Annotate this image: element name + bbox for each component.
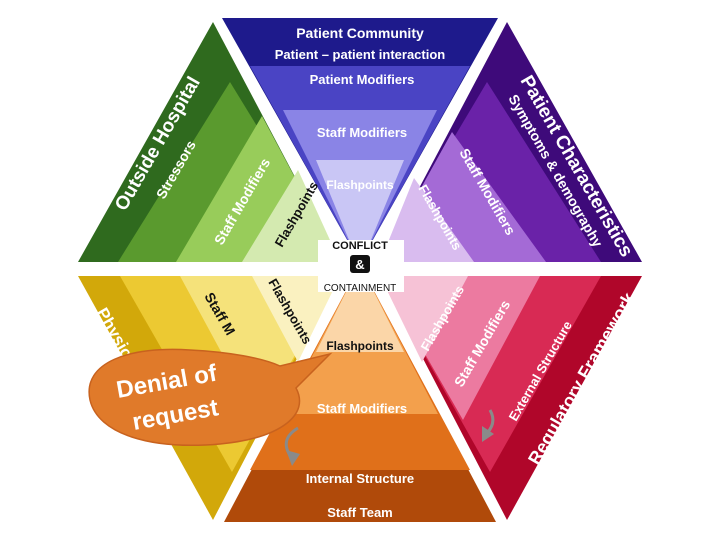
center-containment: CONTAINMENT — [324, 283, 397, 294]
top-subtitle: Patient – patient interaction — [275, 47, 446, 62]
circular-arrow-right-head-icon — [482, 426, 494, 442]
bottom-staff-team: Staff Team — [327, 505, 393, 520]
top-band-inner — [316, 160, 404, 252]
circular-arrow-left-head-icon — [286, 450, 300, 466]
center-ampersand: & — [355, 257, 364, 272]
bottom-flashpoints: Flashpoints — [326, 339, 394, 353]
center-conflict: CONFLICT — [332, 240, 388, 252]
top-left-wedge — [78, 22, 340, 262]
bottom-right-wedge — [380, 276, 642, 520]
center-amp-badge — [350, 255, 370, 273]
callout-bubble — [88, 348, 333, 446]
bottom-staff-modifiers: Staff Modifiers — [317, 401, 407, 416]
top-staff-modifiers: Staff Modifiers — [317, 125, 407, 140]
denial-callout: Denial of request — [88, 348, 333, 446]
bottom-left-band-inner — [252, 276, 340, 362]
top-title: Patient Community — [296, 25, 424, 41]
top-patient-modifiers: Patient Modifiers — [310, 72, 415, 87]
bottom-right-band-inner — [380, 276, 468, 362]
top-left-band-inner — [242, 170, 340, 262]
top-wedge — [222, 18, 498, 252]
top-right-wedge — [380, 22, 642, 262]
bottom-band-inner — [316, 276, 404, 352]
top-flashpoints: Flashpoints — [326, 178, 394, 192]
bottom-internal-structure: Internal Structure — [306, 471, 414, 486]
